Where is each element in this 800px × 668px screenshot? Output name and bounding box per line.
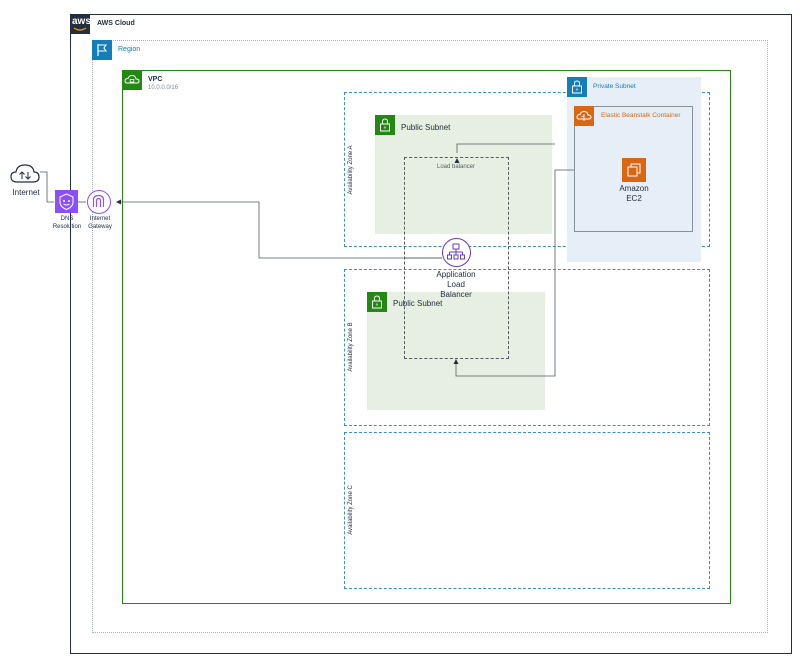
availability-zone-c [344,432,710,589]
alb-icon [442,238,471,267]
public-subnet-b [367,292,545,410]
vpc-cloud-lock-icon [122,70,142,90]
vpc-group [122,70,731,604]
route53-dns-icon [55,190,78,213]
igw-label-line1: Internet [89,216,111,222]
igw-label-line2: Gateway [88,224,112,230]
beanstalk-container [574,106,693,232]
public-subnet-a-lock-icon [375,115,395,135]
vpc-label: VPC [148,76,163,83]
beanstalk-icon [574,106,594,126]
aws-logo-text: aws [72,16,91,27]
aws-logo-icon: aws [70,14,91,34]
region-label: Region [118,46,141,53]
availability-zone-b [344,269,710,426]
internet-gateway-icon [87,190,111,214]
alb-label-line3: Balancer [440,290,472,299]
ec2-lb-a-connector [456,143,555,153]
internet-cloud-icon [10,163,40,185]
load-balancer-group-label: Load balancer [436,164,476,170]
alb-igw-connector [120,201,442,259]
dns-label-line2: Resolution [52,224,82,230]
internet-label: Internet [12,188,40,197]
beanstalk-label: Elastic Beanstalk Container [601,112,681,119]
ec2-label-line1: Amazon [619,184,649,193]
igw-arrowhead [116,199,121,205]
aws-cloud-label: AWS Cloud [97,20,135,27]
ec2-icon [622,158,646,182]
dns-label-line1: DNS [60,216,74,222]
private-subnet-label: Private Subnet [593,83,636,90]
region-flag-icon [92,40,112,60]
aws-smile-icon [73,27,87,31]
private-subnet-lock-icon [567,77,587,97]
vpc-cidr: 10.0.0.0/16 [148,85,179,91]
public-subnet-b-label: Public Subnet [393,299,443,308]
alb-label-line1: Application [436,270,476,279]
internet-dns-connector [40,171,54,203]
region-group [92,40,768,633]
ec2-label-line2: EC2 [626,194,642,203]
public-subnet-b-lock-icon [367,292,387,312]
public-subnet-a-label: Public Subnet [401,123,451,132]
ec2-lb-b-connector [455,169,574,377]
aws-cloud-group [70,14,792,654]
availability-zone-a [344,92,710,247]
alb-label-line2: Load [447,280,465,289]
